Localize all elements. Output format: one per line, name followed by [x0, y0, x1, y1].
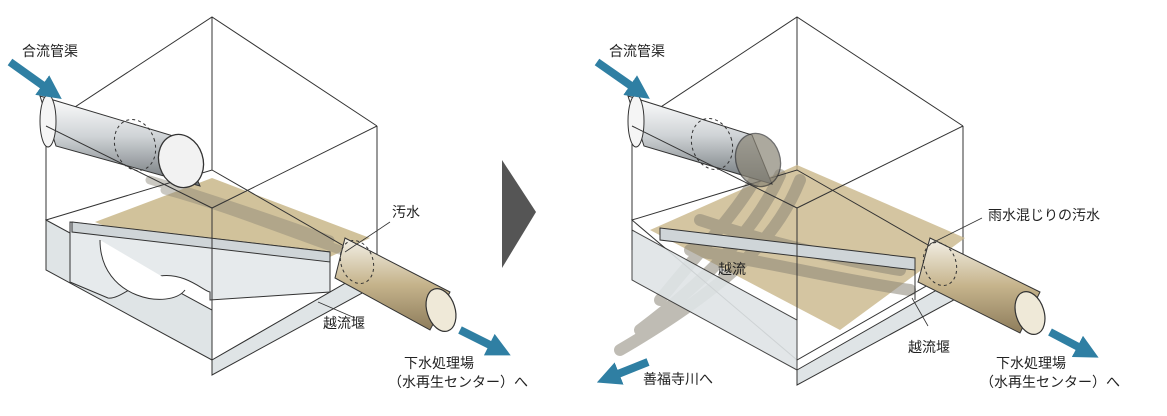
left-sewage-streaks	[145, 175, 345, 255]
right-outflow-label-line1: 下水処理場	[996, 356, 1066, 372]
left-inflow-pipe	[39, 94, 205, 189]
right-outflow-arrow-icon	[1048, 328, 1099, 358]
right-inflow-pipe	[627, 94, 782, 188]
left-sewage-label: 汚水	[392, 205, 420, 221]
right-inflow-arrow-icon	[594, 58, 650, 99]
right-panel	[594, 16, 1099, 386]
right-weir-label: 越流堰	[908, 340, 950, 356]
right-inflow-label: 合流管渠	[609, 44, 665, 60]
left-outflow-label-line1: 下水処理場	[404, 356, 474, 372]
left-inflow-label: 合流管渠	[22, 44, 78, 60]
right-river-arrow-icon	[596, 358, 650, 385]
left-weir-plate	[71, 221, 331, 263]
left-outflow-arrow-icon	[458, 326, 511, 356]
right-mixed-water-label: 雨水混じりの汚水	[988, 208, 1100, 224]
left-outflow-pipe	[334, 237, 457, 332]
left-weir-label: 越流堰	[323, 316, 365, 332]
right-river-label: 善福寺川へ	[643, 372, 713, 388]
left-panel	[7, 16, 511, 376]
right-outflow-pipe	[917, 237, 1046, 335]
right-overflow-label: 越流	[718, 262, 746, 278]
transition-arrow-icon	[502, 160, 536, 268]
left-inflow-arrow-icon	[7, 58, 62, 99]
left-outflow-label-line2: （水再生センター）へ	[388, 375, 528, 391]
right-outflow-label-line2: （水再生センター）へ	[980, 375, 1120, 391]
right-box-outline	[631, 16, 964, 265]
